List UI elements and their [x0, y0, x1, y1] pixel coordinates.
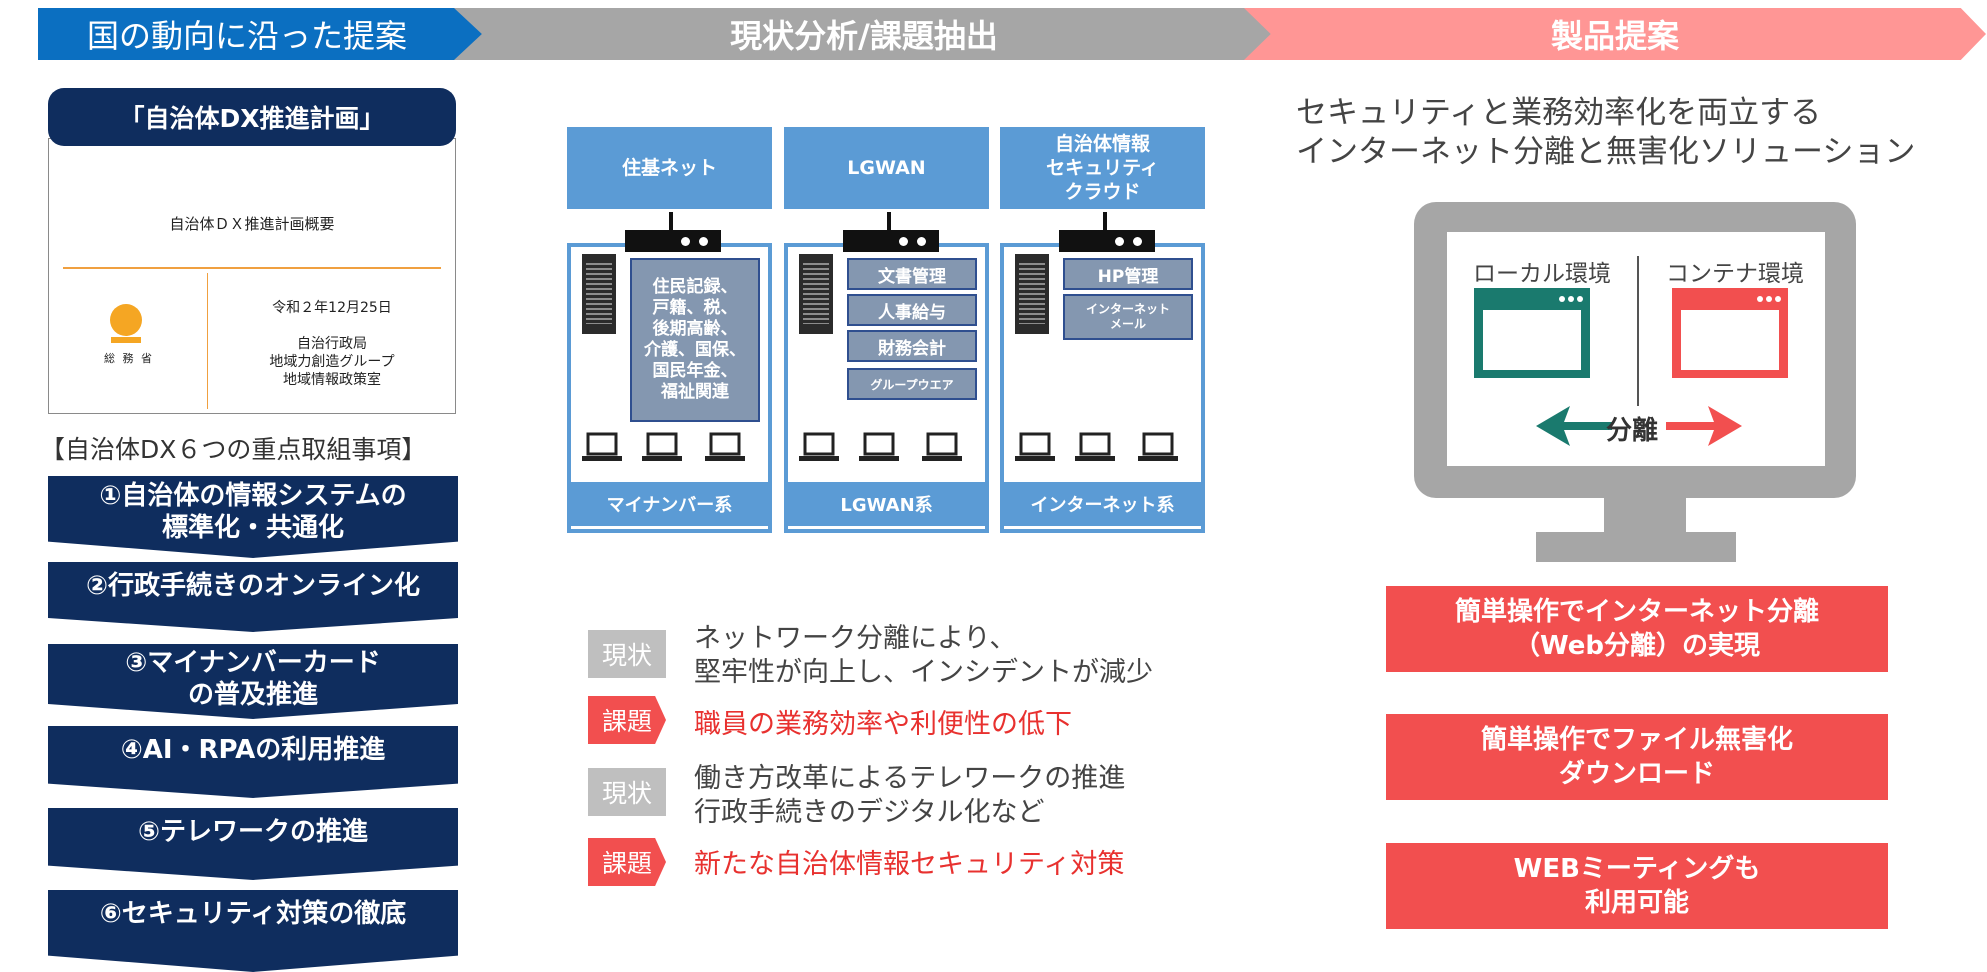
issue-text: 新たな自治体情報セキュリティ対策 — [694, 849, 1125, 880]
system-box-groupware: グループウエア — [847, 368, 977, 400]
zone-header-juki-net: 住基ネット — [567, 127, 772, 209]
local-window-icon — [1474, 288, 1590, 378]
laptop-icon — [1015, 432, 1055, 461]
laptop-icon — [582, 432, 622, 461]
priority-item: ⑥セキュリティ対策の徹底 — [48, 890, 458, 972]
separation-label: 分離 — [1606, 416, 1659, 446]
document-divider — [63, 267, 441, 269]
status-tag: 現状 — [588, 630, 666, 678]
router-icon — [843, 212, 939, 252]
right-arrow-icon — [1666, 406, 1742, 446]
container-window-icon — [1672, 288, 1788, 378]
step-arrow-proposal-by-trend: 国の動向に沿った提案 — [38, 8, 484, 60]
dx-plan-document-thumbnail: 自治体ＤＸ推進計画概要 総 務 省 令和２年12月25日 自治行政局 地域力創造… — [48, 138, 456, 414]
feature-file-sanitization: 簡単操作でファイル無害化 ダウンロード — [1386, 714, 1888, 800]
ministry-logo-icon — [110, 304, 142, 343]
system-box-hp-management: HP管理 — [1063, 258, 1193, 290]
priority-item: ④AI・RPAの利用推進 — [48, 726, 458, 798]
zone-footer-my-number: マイナンバー系 — [567, 482, 772, 526]
environment-divider — [1637, 256, 1639, 406]
status-tag: 現状 — [588, 768, 666, 816]
system-box-accounting: 財務会計 — [847, 330, 977, 362]
system-box-internet-mail: インターネット メール — [1063, 294, 1193, 340]
document-date: 令和２年12月25日 — [272, 300, 392, 316]
server-icon — [582, 254, 616, 334]
step-label: 国の動向に沿った提案 — [86, 17, 407, 55]
zone-header-lgwan: LGWAN — [784, 127, 989, 209]
router-icon — [1059, 212, 1155, 252]
router-icon — [625, 212, 721, 252]
ministry-name: 総 務 省 — [104, 352, 154, 365]
zone-footer-lgwan: LGWAN系 — [784, 482, 989, 526]
laptop-icon — [705, 432, 745, 461]
issue-tag: 課題 — [588, 696, 666, 744]
issue-text: 職員の業務効率や利便性の低下 — [694, 709, 1072, 740]
laptop-icon — [642, 432, 682, 461]
monitor-stand — [1604, 498, 1686, 532]
priorities-heading: 【自治体DX６つの重点取組事項】 — [40, 435, 427, 464]
priority-item: ①自治体の情報システムの 標準化・共通化 — [48, 476, 458, 558]
zone-footer-internet: インターネット系 — [1000, 482, 1205, 526]
laptop-icon — [1075, 432, 1115, 461]
laptop-icon — [799, 432, 839, 461]
container-environment-label: コンテナ環境 — [1666, 261, 1804, 287]
step-label: 製品提案 — [1550, 17, 1679, 55]
server-icon — [799, 254, 833, 334]
step-arrow-analysis: 現状分析/課題抽出 — [454, 8, 1274, 60]
feature-web-meeting: WEBミーティングも 利用可能 — [1386, 843, 1888, 929]
dx-plan-title: 「自治体DX推進計画」 — [48, 88, 456, 146]
system-box-document-management: 文書管理 — [847, 258, 977, 290]
document-vertical-divider — [207, 273, 208, 409]
priority-item: ②行政手続きのオンライン化 — [48, 562, 458, 632]
local-environment-label: ローカル環境 — [1473, 261, 1611, 287]
laptop-icon — [859, 432, 899, 461]
priority-item: ⑤テレワークの推進 — [48, 808, 458, 880]
priority-item: ③マイナンバーカード の普及推進 — [48, 644, 458, 719]
step-arrow-product-proposal: 製品提案 — [1244, 8, 1986, 60]
laptop-icon — [1138, 432, 1178, 461]
document-title: 自治体ＤＸ推進計画概要 — [169, 215, 335, 233]
left-arrow-icon — [1536, 406, 1612, 446]
status-text: ネットワーク分離により、 堅牢性が向上し、インシデントが減少 — [694, 623, 1153, 688]
server-icon — [1015, 254, 1049, 334]
laptop-icon — [922, 432, 962, 461]
step-label: 現状分析/課題抽出 — [730, 17, 998, 55]
monitor-base — [1536, 532, 1736, 562]
feature-web-isolation: 簡単操作でインターネット分離 （Web分離）の実現 — [1386, 586, 1888, 672]
system-box-personnel-payroll: 人事給与 — [847, 294, 977, 326]
system-box-resident-records: 住民記録、 戸籍、税、 後期高齢、 介護、国保、 国民年金、 福祉関連 — [630, 258, 760, 422]
issue-tag: 課題 — [588, 838, 666, 886]
document-organization: 自治行政局 地域力創造グループ 地域情報政策室 — [269, 336, 395, 388]
zone-header-security-cloud: 自治体情報 セキュリティ クラウド — [1000, 127, 1205, 209]
solution-tagline: セキュリティと業務効率化を両立する インターネット分離と無害化ソリューション — [1296, 95, 1916, 170]
status-text: 働き方改革によるテレワークの推進 行政手続きのデジタル化など — [694, 763, 1126, 828]
